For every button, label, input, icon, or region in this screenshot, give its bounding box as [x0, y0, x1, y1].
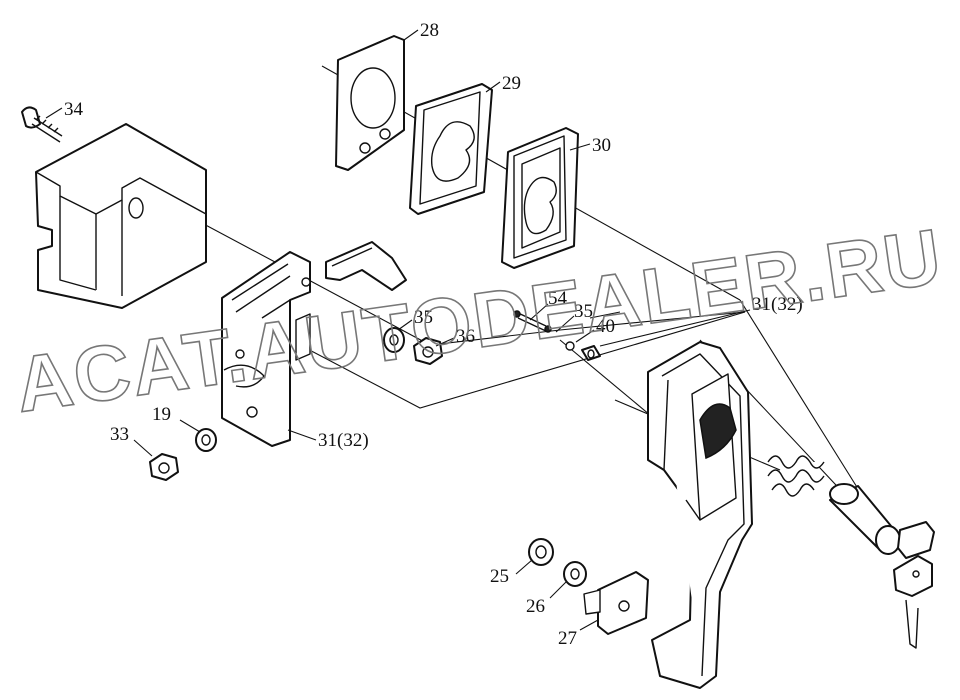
callout-27: 27	[558, 628, 577, 649]
gasket-part-29	[409, 83, 493, 215]
callout-34: 34	[64, 99, 84, 120]
callout-54: 54	[548, 288, 568, 309]
callout-40: 40	[596, 316, 615, 337]
callout-35-right: 35	[574, 301, 593, 322]
lock-cylinder	[829, 483, 901, 555]
callout-31-32-bottom: 31(32)	[318, 430, 369, 451]
spring	[767, 455, 825, 497]
callout-30: 30	[592, 135, 611, 156]
cover-box	[35, 123, 207, 309]
nut-part-33	[149, 453, 179, 481]
door-handle	[647, 341, 753, 689]
nut-part-36	[413, 337, 443, 365]
lock-body	[221, 241, 407, 447]
callout-25: 25	[490, 566, 509, 587]
callout-labels: 28 29 30 34 31(32) 54 35 40 35 36 19 33 …	[64, 20, 803, 649]
callout-28: 28	[420, 20, 439, 41]
callout-19: 19	[152, 404, 171, 425]
plate-part-28	[335, 35, 405, 171]
callout-26: 26	[526, 596, 545, 617]
callout-31-32-top: 31(32)	[752, 294, 803, 315]
leader-lines	[45, 29, 751, 631]
callout-35-left: 35	[414, 307, 433, 328]
washer-part-19	[195, 428, 217, 452]
screw-part-34	[21, 106, 63, 143]
washer-part-25	[528, 538, 554, 566]
washer-part-26	[563, 561, 587, 587]
keys	[893, 521, 935, 649]
small-washer-40	[565, 341, 601, 361]
callout-29: 29	[502, 73, 521, 94]
callout-36: 36	[456, 326, 475, 347]
gasket-part-30	[501, 127, 579, 269]
actuator-part-27	[583, 571, 649, 635]
washer-part-35-left	[383, 327, 405, 353]
callout-33: 33	[110, 424, 129, 445]
